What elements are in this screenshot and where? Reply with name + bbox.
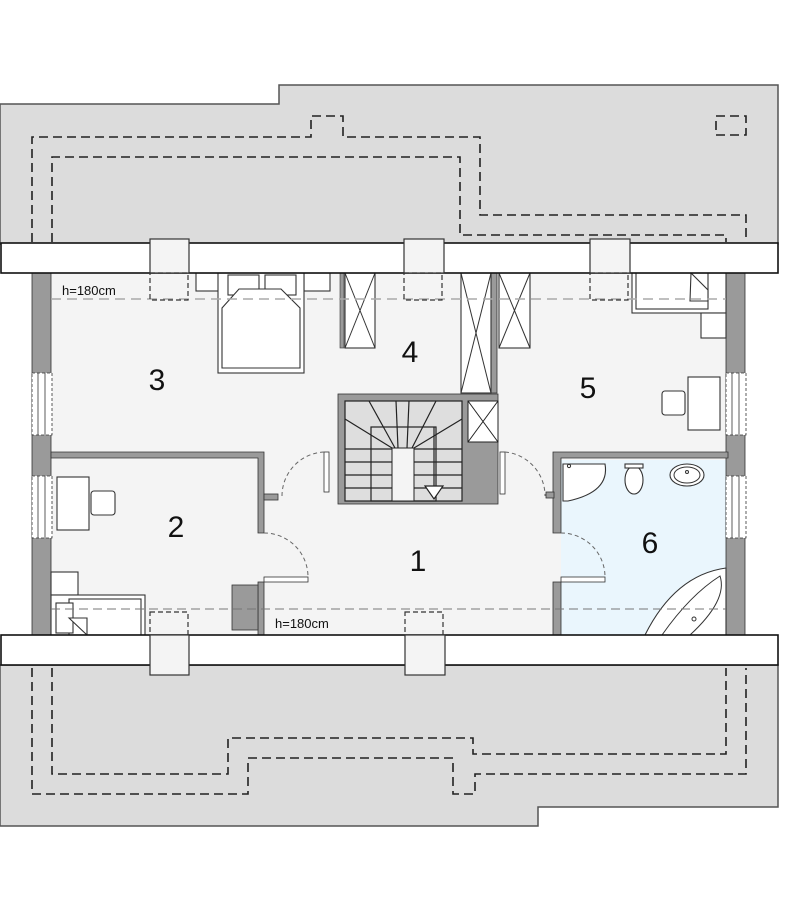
window-right-5: [725, 372, 747, 436]
window-left-2: [31, 475, 53, 539]
wall-right: [725, 272, 746, 636]
staircase: [337, 393, 499, 505]
window-right-6: [725, 475, 747, 539]
wall-stub: [263, 493, 279, 501]
wardrobe-cross-icon: [339, 272, 376, 349]
toilet-icon: [624, 463, 644, 495]
desk-icon: [687, 376, 721, 431]
wall-room2-top: [50, 451, 265, 534]
wall-closet: [490, 272, 498, 394]
wall-stub-bath: [545, 491, 555, 499]
chimney-block: [231, 584, 259, 631]
dormer-window-icon: [149, 611, 190, 676]
dormer-window-icon: [149, 238, 190, 301]
wardrobe-cross-icon: [498, 272, 531, 349]
room-label-3: 3: [149, 364, 166, 397]
height-label-top: h=180cm: [62, 283, 116, 298]
chair-icon: [90, 490, 116, 516]
desk-icon: [56, 476, 90, 531]
sink-icon: [669, 463, 705, 487]
corner-shower-icon: [562, 463, 607, 502]
eave-bottom: [0, 634, 779, 666]
dormer-window-icon: [404, 611, 446, 676]
roof-top: [0, 84, 779, 245]
chair-icon: [661, 390, 686, 416]
window-left-3: [31, 372, 53, 436]
bathtub-icon: [644, 567, 727, 636]
wardrobe-cross-icon: [460, 272, 492, 394]
chimney-icon: [715, 115, 747, 136]
room-label-5: 5: [580, 372, 597, 405]
double-bed-icon: [195, 272, 331, 374]
room-label-4: 4: [402, 336, 419, 369]
bed-single-icon: [50, 571, 146, 637]
wall-bath: [552, 451, 729, 534]
bed-single-icon: [631, 271, 727, 339]
door-bathroom[interactable]: [560, 532, 606, 583]
outline-top-outer: [31, 115, 747, 242]
room-label-1: 1: [410, 545, 427, 578]
eave-top: [0, 242, 779, 274]
door-room3[interactable]: [281, 451, 330, 497]
dormer-window-icon: [403, 238, 445, 301]
room-label-2: 2: [168, 511, 185, 544]
outline-bottom-inner: [51, 668, 727, 775]
wall-left: [31, 272, 52, 636]
outline-top-inner: [51, 156, 727, 242]
room-label-6: 6: [642, 527, 659, 560]
roof-bottom: [0, 664, 779, 827]
stair-direction-arrow-icon: [423, 485, 445, 501]
dormer-window-icon: [589, 238, 631, 301]
door-room2[interactable]: [263, 532, 309, 583]
height-label-bottom: h=180cm: [275, 616, 329, 631]
door-room5[interactable]: [499, 451, 546, 497]
